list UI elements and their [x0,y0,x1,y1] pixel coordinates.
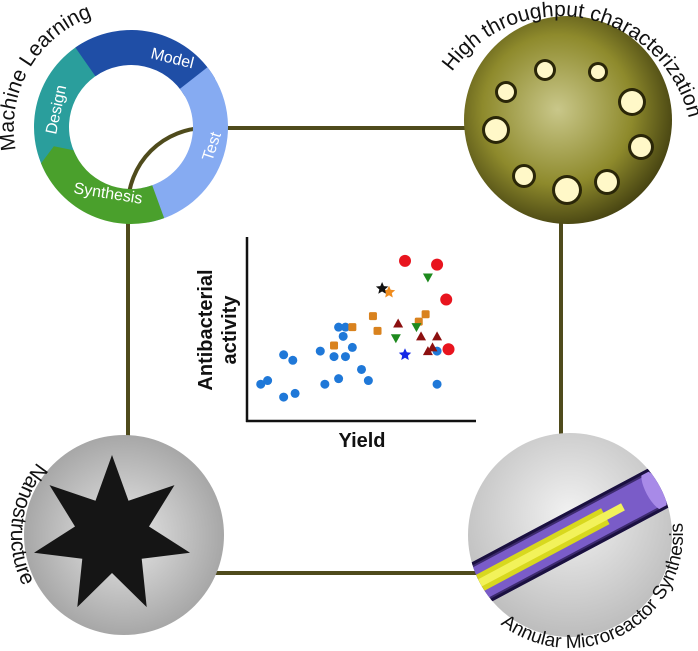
data-point-orange-squares [348,323,357,332]
ml-cycle-ring [34,29,228,224]
well-glow [515,167,533,185]
data-point-blue-circles [357,364,366,374]
cycle-segment-synthesis [41,146,165,224]
data-point-darkred-triangles [422,346,433,356]
cycle-segment-test [133,67,228,223]
data-point-blue-circles [432,379,442,389]
well-glow [631,137,651,157]
data-point-red-circles [440,293,453,306]
data-point-green-triangles-down [422,273,433,283]
data-point-blue-circles [315,346,325,356]
nanostructure-tem-image [24,435,224,635]
data-point-orange-squares [368,312,377,321]
data-point-darkred-triangles [393,318,404,328]
data-point-orange-squares [330,341,339,350]
data-point-blue-circles [279,350,289,360]
data-point-blue-circles [338,331,348,341]
x-axis-label: Yield [338,430,385,452]
data-point-blue-circles [340,352,350,362]
data-point-blue-star [398,348,412,360]
data-point-darkred-triangles [416,331,427,341]
data-point-blue-circles [263,376,273,386]
well-glow [537,62,553,78]
data-point-blue-circles [340,322,350,332]
data-point-blue-circles [290,388,300,398]
data-point-orange-squares [373,326,382,335]
data-point-darkred-triangles [432,331,443,341]
well-glow [485,119,507,141]
data-point-blue-circles [288,355,298,365]
data-point-red-circles [431,258,444,271]
data-point-orange-star [382,285,396,298]
y-axis-label-line-2: activity [219,295,241,365]
well-glow [555,178,579,202]
high-throughput-plate-image [464,16,672,224]
y-axis-label-line-1: Antibacterial [195,269,217,390]
data-point-blue-circles [256,379,266,389]
annular-microreactor-image [468,433,672,637]
data-point-green-triangles-down [411,323,422,333]
data-point-blue-circles [329,352,339,362]
data-point-blue-circles [334,322,344,332]
data-point-blue-circles [347,342,357,352]
data-point-orange-squares [421,310,430,319]
cycle-segment-design [34,42,102,176]
workflow-frame [126,126,563,575]
data-point-red-circles [442,343,455,356]
data-point-blue-circles [363,376,373,386]
well-glow [621,91,643,113]
well-glow [597,172,617,192]
data-point-blue-circles [320,379,330,389]
data-point-green-triangles-down [390,334,401,344]
data-point-darkred-triangles [427,342,438,352]
cycle-segment-model [75,29,216,98]
data-point-blue-circles [279,392,289,402]
data-point-black-star [375,282,389,294]
well-glow [498,84,514,100]
data-point-blue-circles [334,374,344,384]
data-point-red-circles [399,254,412,267]
well-glow [591,65,605,79]
